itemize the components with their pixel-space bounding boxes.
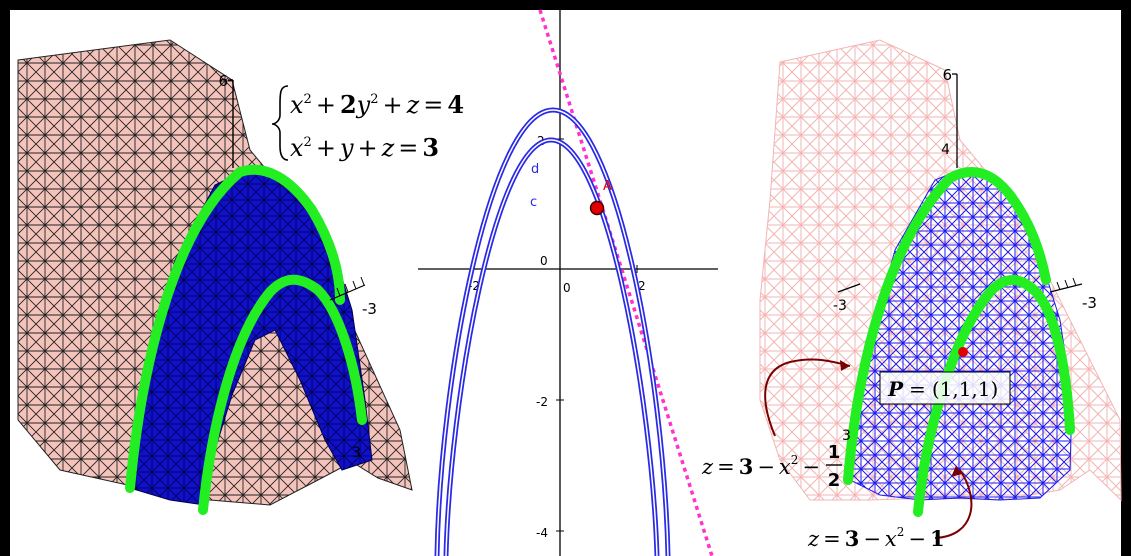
arrow-head-inner xyxy=(951,466,962,477)
right-axis-right-label: -3 xyxy=(1082,294,1097,312)
equation-system: x2+2y2+z=4 x2+y+z=3 xyxy=(271,85,464,162)
curve-label-d: d xyxy=(531,162,539,177)
point-A-label: A xyxy=(603,179,612,194)
left-axis-right-label: -3 xyxy=(362,300,377,318)
y-tick-label-0: 0 xyxy=(540,254,548,268)
curve-label-c: c xyxy=(530,195,537,210)
left-3d-plot: 6 -3 3 xyxy=(17,39,413,515)
equation-half: z=3−x2− 1 2 xyxy=(701,442,842,491)
x-tick-label-0: 0 xyxy=(563,281,571,295)
right-x-axis xyxy=(837,283,861,293)
point-P-label-box xyxy=(879,371,1011,405)
green-intersection-inner-right xyxy=(913,275,1075,517)
parabola-c xyxy=(443,137,660,556)
arrow-to-outer-curve xyxy=(764,358,851,437)
right-y-axis xyxy=(1049,283,1083,293)
point-P-label: P=(1,1,1) xyxy=(887,377,998,401)
frame-left xyxy=(0,0,10,556)
green-intersection-outer xyxy=(125,164,345,493)
right-axis-4-label: 4 xyxy=(941,142,950,158)
left-y-axis-ticks xyxy=(336,276,365,297)
parabola-d-highlight xyxy=(436,109,669,556)
arrow-head-outer xyxy=(840,360,850,371)
equation-1: x2+2y2+z=4 xyxy=(290,90,464,119)
equation-one: z=3−x2−1 xyxy=(807,525,945,551)
fraction-numerator: 1 xyxy=(828,442,841,463)
green-intersection-outer-right xyxy=(843,166,1051,485)
parabola-c-highlight xyxy=(445,139,658,556)
left-axis-bottom-label: 3 xyxy=(352,445,361,461)
brace xyxy=(271,85,289,161)
left-axis-top-label: 6 xyxy=(218,72,228,90)
equation-2: x2+y+z=3 xyxy=(290,133,439,162)
middle-2d-plot: -2 0 2 2 0 -2 -4 d c A xyxy=(418,8,718,556)
right-axis-bottom-left-label: 3 xyxy=(842,428,851,444)
y-tick-label-neg4: -4 xyxy=(536,526,548,540)
right-axis-top-label: 6 xyxy=(942,66,952,84)
right-axis-left-label: -3 xyxy=(833,298,847,314)
green-intersection-inner xyxy=(198,274,367,515)
right-3d-plot: 6 4 -3 -3 3 P=(1,1,1) z=3−x2− 1 2 z=3−x2… xyxy=(701,39,1122,551)
frame-top xyxy=(0,0,1131,10)
y-tick-label-neg2: -2 xyxy=(536,395,548,409)
x-tick-label-2: 2 xyxy=(638,279,646,293)
frame-right xyxy=(1121,0,1131,556)
point-A[interactable] xyxy=(589,200,605,216)
right-y-axis-ticks xyxy=(1056,277,1077,291)
left-y-axis xyxy=(329,284,366,301)
equation-half-main: z=3−x2− xyxy=(701,453,820,479)
fraction-denominator: 2 xyxy=(828,470,841,491)
x-tick-label-neg2: -2 xyxy=(468,279,480,293)
point-P[interactable] xyxy=(958,347,968,357)
arrow-to-inner-curve xyxy=(934,469,973,539)
